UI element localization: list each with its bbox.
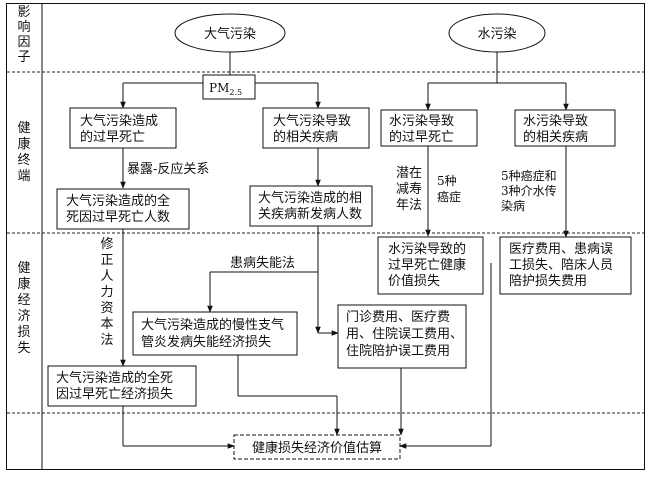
svg-text:健: 健 <box>17 261 30 276</box>
outpatient-costs-text: 门诊费用、医疗费 用、住院误工费用、 住院陪护误工费用 <box>346 310 467 359</box>
svg-text:经: 经 <box>17 293 30 308</box>
air-disease-count-text: 大气污染造成的相 关疾病新发病人数 <box>258 190 366 222</box>
svg-text:响: 响 <box>17 19 30 35</box>
air-disease-text: 大气污染导致 的相关疾病 <box>273 113 355 145</box>
svg-text:5种癌症和: 5种癌症和 <box>501 168 557 183</box>
water-death-box <box>380 109 478 147</box>
svg-text:染病: 染病 <box>501 198 525 213</box>
svg-text:因: 因 <box>17 35 30 50</box>
svg-text:影: 影 <box>17 5 30 20</box>
pm25-label: PM2.5 <box>209 81 242 97</box>
svg-text:康: 康 <box>17 136 30 152</box>
svg-text:济: 济 <box>17 309 30 324</box>
svg-text:潜在: 潜在 <box>396 166 422 181</box>
air-death-count-text: 大气污染造成的全 死因过早死亡人数 <box>66 193 174 225</box>
svg-text:人: 人 <box>100 269 113 284</box>
svg-text:正: 正 <box>100 253 113 268</box>
air-disease-box <box>262 107 370 149</box>
svg-text:资: 资 <box>100 301 113 316</box>
human-capital-label: 修 正 人 力 资 本 法 <box>100 237 113 348</box>
final-estimate-label: 健康损失经济价值估算 <box>252 440 382 456</box>
svg-text:端: 端 <box>17 169 30 184</box>
life-reduction-label: 潜在 减寿 年法 <box>396 166 422 213</box>
water-disease-box <box>514 109 616 147</box>
air-bronchitis-loss-box <box>132 311 298 356</box>
svg-text:终: 终 <box>17 152 30 168</box>
svg-text:3种介水传: 3种介水传 <box>501 183 557 198</box>
svg-text:癌症: 癌症 <box>437 189 461 204</box>
outer-frame <box>6 3 645 470</box>
outpatient-costs-box <box>337 304 467 369</box>
svg-text:5种: 5种 <box>437 174 457 188</box>
svg-text:修: 修 <box>100 237 113 252</box>
air-death-econ-text: 大气污染造成的全死 因过早死亡经济损失 <box>56 370 177 402</box>
section-label-health-end: 健 康 终 端 <box>17 121 30 184</box>
final-estimate-box <box>233 434 401 460</box>
air-death-box <box>69 107 177 149</box>
svg-text:损: 损 <box>17 325 30 340</box>
water-medical-cost-text: 医疗费用、患病误 工损失、陪床人员 陪护损失费用 <box>509 242 617 289</box>
water-pollution-label: 水污染 <box>477 27 516 42</box>
cancer-waterborne-label: 5种癌症和 3种介水传 染病 <box>501 168 557 213</box>
svg-text:健: 健 <box>17 121 30 136</box>
air-death-econ-box <box>47 365 197 407</box>
connectors <box>120 52 569 449</box>
water-medical-cost-box <box>499 236 632 295</box>
water-disease-text: 水污染导致 的相关疾病 <box>523 114 592 145</box>
svg-text:减寿: 减寿 <box>396 182 422 197</box>
air-death-count-box <box>56 188 190 230</box>
svg-text:法: 法 <box>100 333 113 348</box>
pm25-box <box>202 74 256 100</box>
air-death-text: 大气污染造成 的过早死亡 <box>80 113 162 145</box>
svg-text:康: 康 <box>17 276 30 292</box>
air-pollution-label: 大气污染 <box>204 26 256 42</box>
svg-text:力: 力 <box>100 285 113 300</box>
section-label-influence: 影 响 因 子 <box>17 5 30 65</box>
section-label-health-econ: 健 康 经 济 损 失 <box>17 261 30 356</box>
exposure-response-label: 暴露-反应关系 <box>127 161 209 177</box>
air-disease-count-box <box>249 185 373 227</box>
water-death-value-text: 水污染导致的 过早死亡健康 价值损失 <box>388 241 470 289</box>
water-death-text: 水污染导致 的过早死亡 <box>389 114 458 145</box>
svg-text:子: 子 <box>17 50 30 65</box>
water-death-value-box <box>377 236 484 295</box>
svg-text:本: 本 <box>100 317 113 332</box>
air-bronchitis-loss-text: 大气污染造成的慢性支气 管炎发病失能经济损失 <box>141 317 288 350</box>
svg-text:年法: 年法 <box>396 198 422 213</box>
disability-method-label: 患病失能法 <box>230 256 295 271</box>
five-cancer-label: 5种 癌症 <box>437 174 461 204</box>
svg-text:失: 失 <box>17 341 30 356</box>
